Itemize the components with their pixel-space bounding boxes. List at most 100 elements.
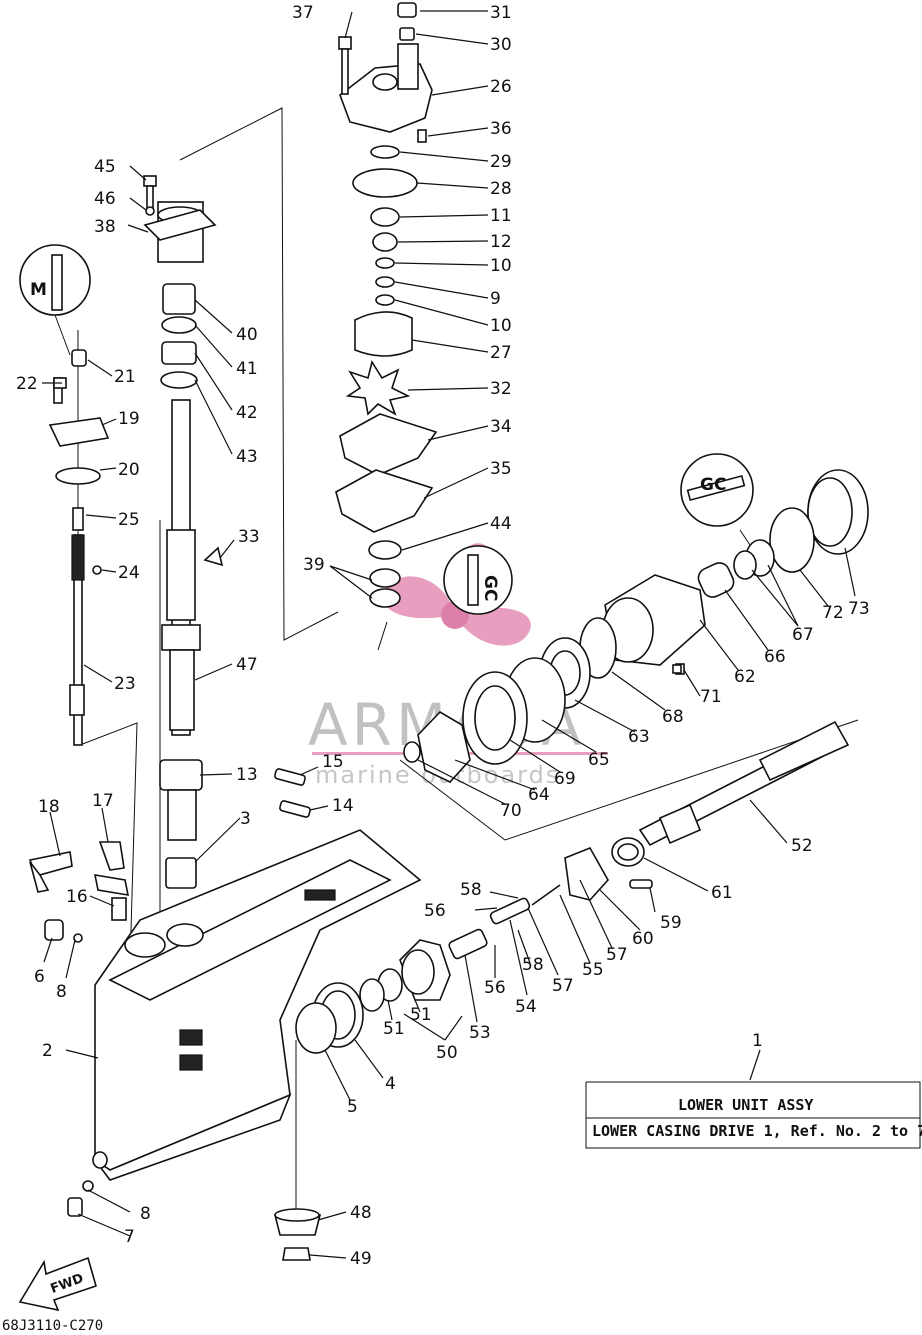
label-3: 3 xyxy=(240,809,251,829)
detail-bubble-gc-center: GC xyxy=(443,545,513,615)
label-51a: 51 xyxy=(383,1019,405,1039)
label-33: 33 xyxy=(238,527,260,547)
label-5: 5 xyxy=(347,1097,358,1117)
label-46: 46 xyxy=(94,189,116,209)
label-32: 32 xyxy=(490,379,512,399)
water-pump-assembly xyxy=(335,2,438,608)
label-7: 7 xyxy=(124,1227,135,1247)
seal-39a xyxy=(369,568,401,588)
label-28: 28 xyxy=(490,179,512,199)
fitting-16 xyxy=(111,897,127,921)
key-33 xyxy=(203,546,224,567)
label-60: 60 xyxy=(632,929,654,949)
label-53: 53 xyxy=(469,1023,491,1043)
seal-12 xyxy=(372,232,398,252)
outer-plate-34 xyxy=(339,413,438,476)
spring-55 xyxy=(531,884,561,906)
label-25: 25 xyxy=(118,510,140,530)
shift-rod-assembly xyxy=(48,349,110,746)
label-57b: 57 xyxy=(606,945,628,965)
label-29: 29 xyxy=(490,152,512,172)
shift-rod-lever xyxy=(48,417,110,447)
label-23: 23 xyxy=(114,674,136,694)
label-54: 54 xyxy=(515,997,537,1017)
label-12: 12 xyxy=(490,232,512,252)
forward-gear-assembly xyxy=(295,939,451,1054)
label-42: 42 xyxy=(236,403,258,423)
label-24: 24 xyxy=(118,563,140,583)
bolt-37 xyxy=(338,36,352,50)
collar-30 xyxy=(399,27,415,41)
circlip-70 xyxy=(403,741,421,763)
o-ring-20 xyxy=(55,467,101,485)
label-72: 72 xyxy=(822,603,844,623)
label-50: 50 xyxy=(436,1043,458,1063)
label-51b: 51 xyxy=(410,1005,432,1025)
bearing-3 xyxy=(165,857,197,889)
label-48: 48 xyxy=(350,1203,372,1223)
label-2: 2 xyxy=(42,1041,53,1061)
label-8b: 8 xyxy=(140,1204,151,1224)
label-57a: 57 xyxy=(552,976,574,996)
label-70: 70 xyxy=(500,801,522,821)
label-69: 69 xyxy=(554,769,576,789)
seal-39b xyxy=(369,588,401,608)
label-56a: 56 xyxy=(424,901,446,921)
washer-8a xyxy=(73,933,83,943)
clip-14 xyxy=(279,800,311,818)
label-21: 21 xyxy=(114,367,136,387)
bearing-66 xyxy=(697,562,735,598)
bearing-51b xyxy=(359,978,385,1012)
detail-bubble-gc-right: GC xyxy=(680,453,754,527)
gasket-28 xyxy=(352,168,418,198)
label-4: 4 xyxy=(385,1074,396,1094)
bolt-6 xyxy=(44,919,64,941)
label-73: 73 xyxy=(848,599,870,619)
seal-44 xyxy=(368,540,402,560)
label-39: 39 xyxy=(303,555,325,575)
shift-slider-53 xyxy=(448,928,488,960)
shim-5 xyxy=(295,1002,337,1054)
label-67: 67 xyxy=(792,625,814,645)
label-66: 66 xyxy=(764,647,786,667)
label-1: 1 xyxy=(752,1031,763,1051)
label-55: 55 xyxy=(582,960,604,980)
plunger-54 xyxy=(489,897,531,925)
label-61: 61 xyxy=(711,883,733,903)
label-11: 11 xyxy=(490,206,512,226)
small-fittings xyxy=(28,36,682,1217)
label-26: 26 xyxy=(490,77,512,97)
label-56b: 56 xyxy=(484,978,506,998)
label-58a: 58 xyxy=(460,880,482,900)
pin-71 xyxy=(672,664,682,674)
seal-11 xyxy=(370,207,400,227)
label-31: 31 xyxy=(490,3,512,23)
label-15: 15 xyxy=(322,752,344,772)
drive-shaft-assembly xyxy=(143,201,217,889)
drawing-code: 68J3110-C270 xyxy=(2,1318,103,1334)
label-20: 20 xyxy=(118,460,140,480)
o-ring-29 xyxy=(370,145,400,159)
svg-text:M: M xyxy=(30,280,47,300)
label-40: 40 xyxy=(236,325,258,345)
svg-text:GC: GC xyxy=(480,575,500,601)
grommet-31 xyxy=(397,2,417,18)
propeller-shaft xyxy=(448,720,850,960)
label-44: 44 xyxy=(490,514,512,534)
label-16: 16 xyxy=(66,887,88,907)
pin-59 xyxy=(629,879,653,889)
fwd-arrow-icon xyxy=(18,1256,97,1312)
gasket-35 xyxy=(335,469,434,533)
washer-72 xyxy=(769,507,815,573)
impeller-32 xyxy=(345,359,411,416)
label-13: 13 xyxy=(236,765,258,785)
callout-subtitle: LOWER CASING DRIVE 1, Ref. No. 2 to 73 xyxy=(592,1122,922,1140)
label-52: 52 xyxy=(791,836,813,856)
label-35: 35 xyxy=(490,459,512,479)
label-10a: 10 xyxy=(490,256,512,276)
label-49: 49 xyxy=(350,1249,372,1269)
pinion-assembly xyxy=(273,1208,322,1261)
leader-lines xyxy=(42,10,856,1259)
bearing-40 xyxy=(162,283,196,315)
